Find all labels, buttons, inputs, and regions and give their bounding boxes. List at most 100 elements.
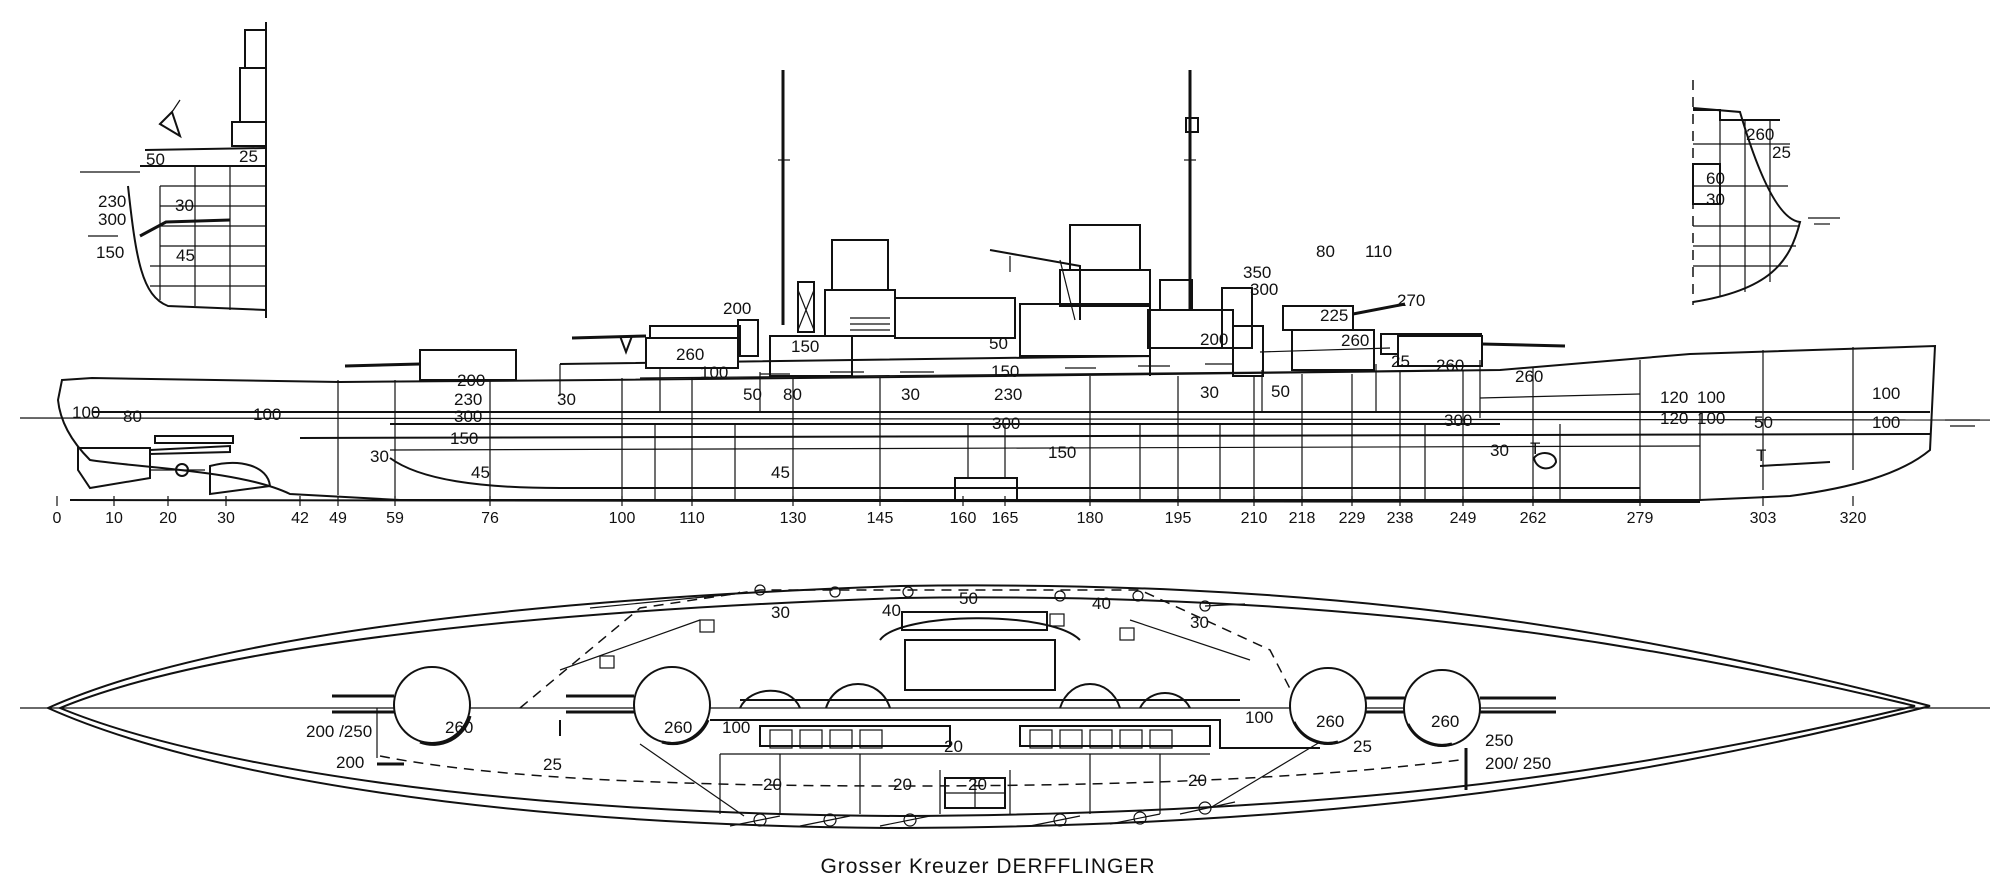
frame-number-label: 180 bbox=[1077, 510, 1104, 527]
armor-thickness-label: 150 bbox=[1048, 443, 1076, 462]
armor-thickness-label: 200 bbox=[1200, 330, 1228, 349]
armor-thickness-label: 300 bbox=[1444, 411, 1472, 430]
armor-thickness-label: 260 bbox=[664, 718, 692, 737]
armor-thickness-label: 260 bbox=[445, 718, 473, 737]
frame-number-label: 165 bbox=[992, 510, 1019, 527]
armor-thickness-label: 230 bbox=[98, 192, 126, 211]
armor-thickness-label: 25 bbox=[1353, 737, 1372, 756]
side-profile bbox=[19, 70, 1991, 503]
armor-thickness-label: 30 bbox=[1200, 383, 1219, 402]
armor-thickness-label: 30 bbox=[1490, 441, 1509, 460]
armor-thickness-label: 100 bbox=[1697, 388, 1725, 407]
armor-thickness-label: 80 bbox=[783, 385, 802, 404]
frame-number-label: 76 bbox=[481, 510, 499, 527]
frame-number-label: 303 bbox=[1750, 510, 1777, 527]
armor-thickness-label: 50 bbox=[146, 150, 165, 169]
bow-cross-section bbox=[80, 22, 267, 318]
armor-thickness-label: 250 bbox=[1485, 731, 1513, 750]
armor-thickness-label: 300 bbox=[454, 407, 482, 426]
armor-thickness-label: 200 bbox=[723, 299, 751, 318]
frame-number-label: 10 bbox=[105, 510, 123, 527]
armor-thickness-label: 120 bbox=[1660, 409, 1688, 428]
armor-thickness-label: 150 bbox=[96, 243, 124, 262]
armor-thickness-label: 300 bbox=[992, 414, 1020, 433]
armor-thickness-label: 100 bbox=[72, 403, 100, 422]
armor-thickness-label: 30 bbox=[901, 385, 920, 404]
armor-thickness-label: 120 bbox=[1660, 388, 1688, 407]
armor-thickness-label: 225 bbox=[1320, 306, 1348, 325]
frame-number-label: 210 bbox=[1241, 510, 1268, 527]
armor-thickness-label: 40 bbox=[882, 601, 901, 620]
armor-thickness-label: 300 bbox=[98, 210, 126, 229]
armor-thickness-label: 260 bbox=[1316, 712, 1344, 731]
armor-thickness-label: 100 bbox=[1697, 409, 1725, 428]
frame-number-label: 238 bbox=[1387, 510, 1414, 527]
armor-thickness-label: 30 bbox=[771, 603, 790, 622]
armor-thickness-label: 300 bbox=[1250, 280, 1278, 299]
plan-view bbox=[20, 584, 1990, 830]
armor-thickness-label: 45 bbox=[771, 463, 790, 482]
armor-thickness-label: 30 bbox=[1190, 613, 1209, 632]
frame-number-label: 218 bbox=[1289, 510, 1316, 527]
armor-thickness-label: 45 bbox=[471, 463, 490, 482]
drawing-caption: Grosser Kreuzer DERFFLINGER bbox=[820, 855, 1155, 878]
armor-thickness-label: 150 bbox=[450, 429, 478, 448]
armor-thickness-label: 260 bbox=[1341, 331, 1369, 350]
armor-thickness-label: 260 bbox=[676, 345, 704, 364]
armor-thickness-label: 20 bbox=[893, 775, 912, 794]
armor-thickness-label: 200 bbox=[336, 753, 364, 772]
armor-thickness-label: T bbox=[1530, 439, 1540, 458]
frame-number-label: 262 bbox=[1520, 510, 1547, 527]
armor-thickness-label: 200/ 250 bbox=[1485, 754, 1551, 773]
frame-number-label: 320 bbox=[1840, 510, 1867, 527]
armor-thickness-label: 100 bbox=[1872, 384, 1900, 403]
armor-thickness-label: 25 bbox=[239, 147, 258, 166]
frame-number-label: 130 bbox=[780, 510, 807, 527]
frame-number-label: 110 bbox=[679, 510, 705, 527]
armor-thickness-label: 30 bbox=[557, 390, 576, 409]
armor-thickness-label: 40 bbox=[1092, 594, 1111, 613]
armor-thickness-label: 100 bbox=[700, 363, 728, 382]
armor-thickness-label: 20 bbox=[944, 737, 963, 756]
armor-thickness-label: 50 bbox=[1754, 413, 1773, 432]
armor-thickness-label: 25 bbox=[1772, 143, 1791, 162]
frame-number-label: 0 bbox=[53, 510, 62, 527]
armor-thickness-label: 350 bbox=[1243, 263, 1271, 282]
armor-thickness-label: 45 bbox=[176, 246, 195, 265]
armor-thickness-label: 200 /250 bbox=[306, 722, 372, 741]
frame-number-label: 42 bbox=[291, 510, 309, 527]
plan-armor-labels: 30 40 50 40 30 260 200 /250 200 25 260 100 20 20 20 20… bbox=[306, 589, 1551, 794]
frame-number-label: 279 bbox=[1627, 510, 1654, 527]
frame-number-label: 195 bbox=[1165, 510, 1192, 527]
armor-thickness-label: 260 bbox=[1431, 712, 1459, 731]
armor-thickness-label: 100 bbox=[1245, 708, 1273, 727]
armor-thickness-label: 260 bbox=[1436, 356, 1464, 375]
frame-number-label: 249 bbox=[1450, 510, 1477, 527]
armor-thickness-label: 270 bbox=[1397, 291, 1425, 310]
frame-number-label: 160 bbox=[950, 510, 977, 527]
armor-thickness-label: 30 bbox=[1706, 190, 1725, 209]
stern-cross-section bbox=[1692, 80, 1840, 305]
armor-thickness-label: 260 bbox=[1746, 125, 1774, 144]
frame-number-label: 30 bbox=[217, 510, 235, 527]
armor-thickness-label: 150 bbox=[791, 337, 819, 356]
armor-thickness-label: 260 bbox=[1515, 367, 1543, 386]
armor-thickness-label: 230 bbox=[994, 385, 1022, 404]
armor-thickness-label: 50 bbox=[959, 589, 978, 608]
frame-number-label: 59 bbox=[386, 510, 404, 527]
armor-thickness-label: 30 bbox=[370, 447, 389, 466]
armor-thickness-label: 20 bbox=[1188, 771, 1207, 790]
armor-thickness-label: 80 bbox=[1316, 242, 1335, 261]
armor-thickness-label: 25 bbox=[1391, 352, 1410, 371]
armor-thickness-label: 50 bbox=[743, 385, 762, 404]
armor-thickness-label: 200 bbox=[457, 371, 485, 390]
frame-number-label: 49 bbox=[329, 510, 347, 527]
armor-thickness-label: 100 bbox=[253, 405, 281, 424]
frame-number-label: 229 bbox=[1339, 510, 1366, 527]
armor-thickness-label: 20 bbox=[968, 775, 987, 794]
armor-thickness-label: 150 bbox=[991, 362, 1019, 381]
